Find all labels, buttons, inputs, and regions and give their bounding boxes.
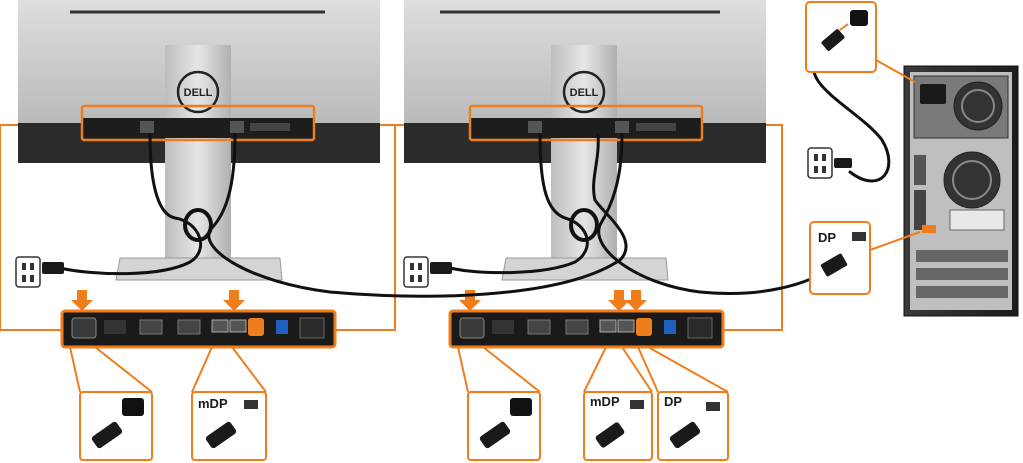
mdp-port-icon-left [244,400,258,409]
dp-connector-pc [820,253,848,277]
cables [58,53,891,298]
power-plug-left [42,262,64,274]
power-port-left [71,317,97,339]
callout-mdp-right: mDP [583,346,653,461]
label-dp-pc: DP [818,230,836,245]
arrow-mdp-left [223,290,245,311]
label-dp-right: DP [664,394,682,409]
mdp-connector-right [595,422,625,448]
pc-power-cable [812,53,891,183]
power-plug-right [430,262,452,274]
dell-logo-right [562,70,606,114]
callout-dp-right: DP [637,346,729,461]
callout-frame-left [0,124,62,331]
power-connector-left [91,421,123,449]
dell-logo-left [176,70,220,114]
power-cable-left [58,133,203,276]
monitor-right-stand-neck [551,45,617,265]
wall-outlet-right [403,256,452,288]
port-panel-left [60,309,337,349]
monitor-left-stand-neck [165,45,231,265]
dell-logo-text-right: DELL [570,87,599,99]
cable-hole-left [183,208,213,242]
arrow-power-left [71,290,93,311]
cable-hole-right [569,208,599,242]
callout-frames [0,124,783,331]
label-mdp-right: mDP [590,394,620,409]
dp-port-icon-right [706,402,720,411]
port-panel-right [448,309,725,349]
monitor-left-stand-base [115,257,283,281]
mdp-connector-left [205,421,237,449]
mdp-port-icon-right [630,400,644,409]
c13-socket-icon-right [510,398,532,416]
power-cable-right [448,133,589,275]
dp-connector-right [669,421,701,449]
down-arrows [71,290,647,311]
callout-pc-power [805,1,916,83]
callout-power-right [457,346,541,461]
dp-cable-pc [597,133,837,295]
power-plug-pc [834,158,852,168]
c13-socket-icon [850,10,868,26]
wall-outlet-pc [807,147,852,179]
monitor-left-port-highlight [80,104,316,142]
pc-power-socket [920,84,946,104]
monitor-right-port-highlight [468,104,704,142]
pc-power-connector [821,29,845,51]
c13-socket-icon-left [122,398,144,416]
dp-out-port-left [229,319,247,333]
power-connector-right [479,421,511,449]
arrow-mdp-right [608,290,630,311]
label-mdp-left: mDP [198,396,228,411]
mdp-cable-left [207,133,628,298]
wall-outlet-left [15,256,64,288]
dp-out-port-right [617,319,635,333]
pc-dp-port [922,225,936,233]
callout-mdp-left: mDP [191,346,267,461]
arrow-dp-right [625,290,647,311]
callout-pc-dp: DP [809,221,871,295]
dell-logo-text-left: DELL [184,87,213,99]
power-port-right [459,317,485,339]
arrow-power-right [459,290,481,311]
mdp-in-port-left [211,319,229,333]
mdp-in-port-right [599,319,617,333]
pc-tower [869,65,1019,317]
dp-port-icon-pc [852,232,866,241]
monitor-right: DELL [404,0,766,281]
callout-power-left [69,346,153,461]
